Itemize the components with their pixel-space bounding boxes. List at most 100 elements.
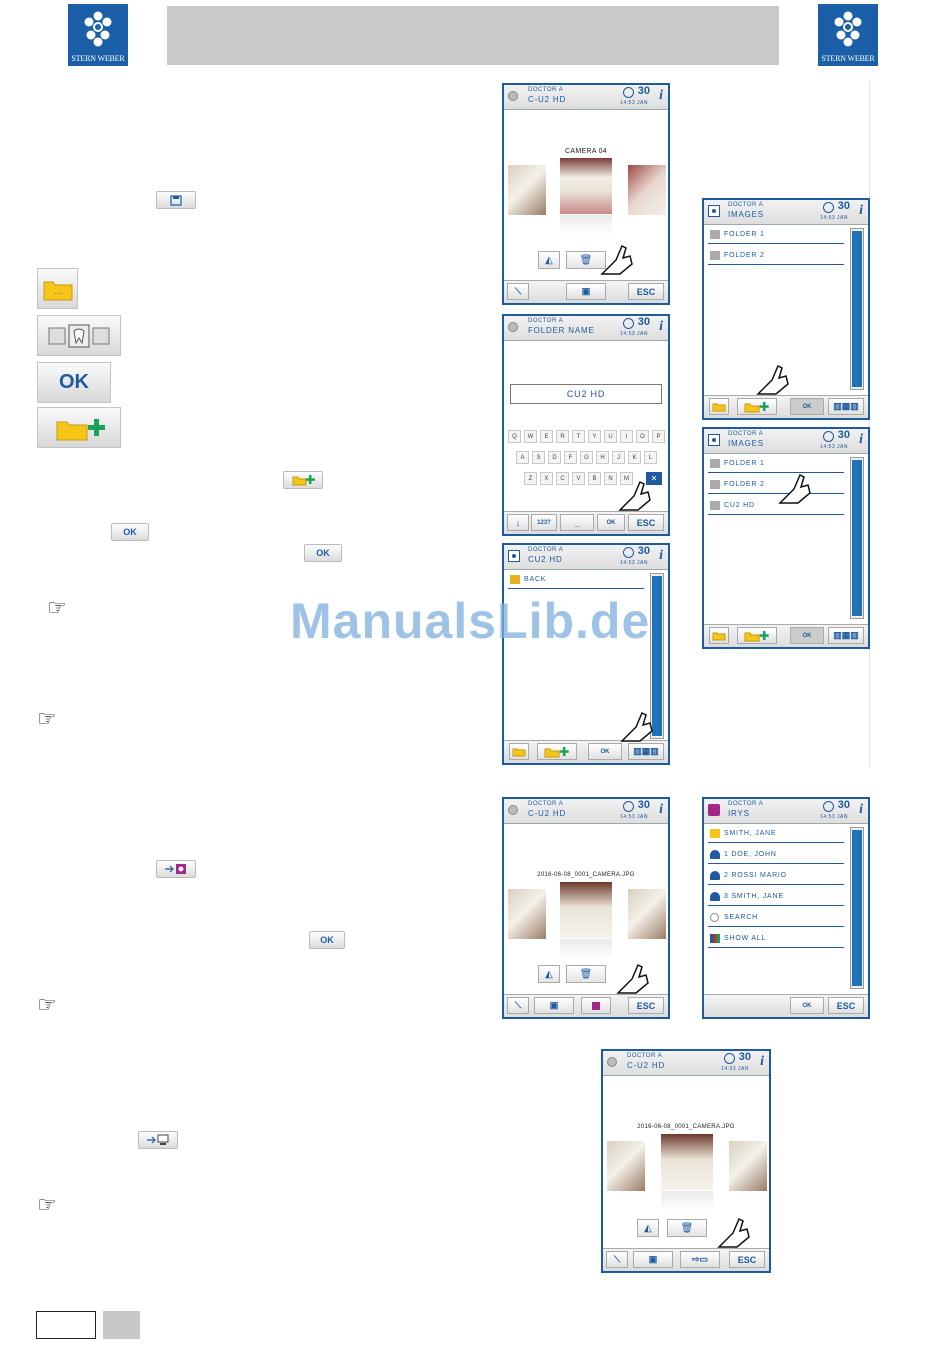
ok-button[interactable]: OK — [790, 997, 824, 1014]
keyboard-key[interactable]: U — [604, 430, 617, 443]
save-button-inline[interactable] — [156, 191, 196, 209]
keyboard-key[interactable]: B — [588, 472, 601, 485]
keyboard-key[interactable]: L — [644, 451, 657, 464]
keyboard-key[interactable]: S — [532, 451, 545, 464]
ok-button[interactable]: OK — [597, 514, 625, 531]
scrollbar[interactable] — [650, 573, 664, 739]
keyboard-key[interactable]: Q — [508, 430, 521, 443]
folder-button[interactable] — [709, 627, 729, 644]
esc-button[interactable]: ESC — [729, 1251, 765, 1268]
keyboard-key[interactable]: M — [620, 472, 633, 485]
keyboard-key[interactable]: C — [556, 472, 569, 485]
send-to-irys-button[interactable] — [581, 997, 611, 1014]
info-icon[interactable]: i — [659, 319, 663, 334]
info-icon[interactable]: i — [859, 432, 863, 447]
keyboard-key[interactable]: A — [516, 451, 529, 464]
save-button[interactable]: ▣ — [534, 997, 574, 1014]
keyboard-key[interactable]: O — [636, 430, 649, 443]
thumbnail-right[interactable] — [628, 889, 666, 939]
keyboard-key[interactable]: V — [572, 472, 585, 485]
list-item-folder[interactable]: CU2 HD — [708, 497, 844, 515]
folder-name-input[interactable]: CU2 HD — [510, 384, 662, 404]
info-icon[interactable]: i — [760, 1054, 764, 1069]
list-item-folder[interactable]: FOLDER 1 — [708, 226, 844, 244]
keyboard-key[interactable]: K — [628, 451, 641, 464]
delete-button[interactable]: 🗑 — [566, 251, 606, 269]
list-item-folder[interactable]: FOLDER 1 — [708, 455, 844, 473]
info-icon[interactable]: i — [659, 802, 663, 817]
keyboard-key[interactable]: N — [604, 472, 617, 485]
info-icon[interactable]: i — [859, 203, 863, 218]
image-main[interactable] — [560, 158, 612, 214]
backspace-key[interactable]: ✕ — [646, 472, 662, 485]
keyboard-key[interactable]: T — [572, 430, 585, 443]
esc-button[interactable]: ESC — [628, 997, 664, 1014]
gallery-button[interactable]: ▥▦▥ — [828, 398, 864, 415]
keyboard-key[interactable]: G — [580, 451, 593, 464]
patient-row[interactable]: SMITH, JANE — [708, 825, 844, 843]
new-folder-button[interactable] — [37, 407, 121, 448]
new-folder-button[interactable] — [737, 627, 777, 644]
folder-browse-button[interactable]: ··· — [37, 268, 78, 309]
save-button[interactable]: ▣ — [633, 1251, 673, 1268]
esc-button[interactable]: ESC — [828, 997, 864, 1014]
flip-button[interactable]: ◭ — [538, 251, 560, 269]
esc-button[interactable]: ESC — [628, 283, 664, 300]
thumbnail-left[interactable] — [508, 165, 546, 215]
scrollbar[interactable] — [850, 228, 864, 390]
show-all-row[interactable]: SHOW ALL — [708, 930, 844, 948]
keyboard-key[interactable]: R — [556, 430, 569, 443]
info-icon[interactable]: i — [659, 548, 663, 563]
folder-button[interactable] — [509, 743, 529, 760]
keyboard-key[interactable]: P — [652, 430, 665, 443]
ok-button-inline-2[interactable]: OK — [304, 544, 342, 562]
thumbnail-right[interactable] — [628, 165, 666, 215]
gallery-button[interactable]: ▥▦▥ — [828, 627, 864, 644]
ok-big-button[interactable]: OK — [37, 362, 111, 403]
patient-row[interactable]: 2 ROSSI MARIO — [708, 867, 844, 885]
image-main[interactable] — [560, 882, 612, 938]
esc-button[interactable]: ESC — [628, 514, 664, 531]
arrow-down-button[interactable]: ↓ — [507, 514, 529, 531]
curve-button[interactable]: ⟍ — [507, 997, 529, 1014]
search-row[interactable]: SEARCH — [708, 909, 844, 927]
keyboard-key[interactable]: D — [548, 451, 561, 464]
new-folder-button[interactable] — [537, 743, 577, 760]
numeric-keyboard-button[interactable]: 123? — [531, 514, 557, 531]
keyboard-key[interactable]: Y — [588, 430, 601, 443]
new-folder-button-inline[interactable] — [283, 471, 323, 489]
keyboard-key[interactable]: W — [524, 430, 537, 443]
keyboard-key[interactable]: X — [540, 472, 553, 485]
scrollbar[interactable] — [850, 827, 864, 989]
send-to-pc-button[interactable]: ⇨▭ — [680, 1251, 720, 1268]
gallery-button[interactable] — [37, 315, 121, 356]
new-folder-button[interactable] — [737, 398, 777, 415]
thumbnail-right[interactable] — [729, 1141, 767, 1191]
curve-button[interactable]: ⟍ — [507, 283, 529, 300]
ok-button[interactable]: OK — [790, 398, 824, 415]
flip-button[interactable]: ◭ — [538, 965, 560, 983]
gallery-button[interactable]: ▥▦▥ — [628, 743, 664, 760]
save-button[interactable]: ▣ — [566, 283, 606, 300]
keyboard-key[interactable]: F — [564, 451, 577, 464]
patient-row[interactable]: 3 SMITH, JANE — [708, 888, 844, 906]
list-item-back[interactable]: BACK — [508, 571, 644, 589]
space-button[interactable]: _ — [560, 514, 594, 531]
image-main[interactable] — [661, 1134, 713, 1190]
curve-button[interactable]: ⟍ — [606, 1251, 628, 1268]
keyboard-key[interactable]: E — [540, 430, 553, 443]
thumbnail-left[interactable] — [508, 889, 546, 939]
info-icon[interactable]: i — [859, 802, 863, 817]
ok-button[interactable]: OK — [588, 743, 622, 760]
keyboard-key[interactable]: H — [596, 451, 609, 464]
patient-row[interactable]: 1 DOE, JOHN — [708, 846, 844, 864]
flip-button[interactable]: ◭ — [637, 1219, 659, 1237]
info-icon[interactable]: i — [659, 88, 663, 103]
list-item-folder[interactable]: FOLDER 2 — [708, 476, 844, 494]
keyboard-key[interactable]: I — [620, 430, 633, 443]
keyboard-key[interactable]: J — [612, 451, 625, 464]
delete-button[interactable]: 🗑 — [667, 1219, 707, 1237]
scrollbar[interactable] — [850, 457, 864, 619]
delete-button[interactable]: 🗑 — [566, 965, 606, 983]
ok-button-inline-3[interactable]: OK — [309, 931, 345, 949]
